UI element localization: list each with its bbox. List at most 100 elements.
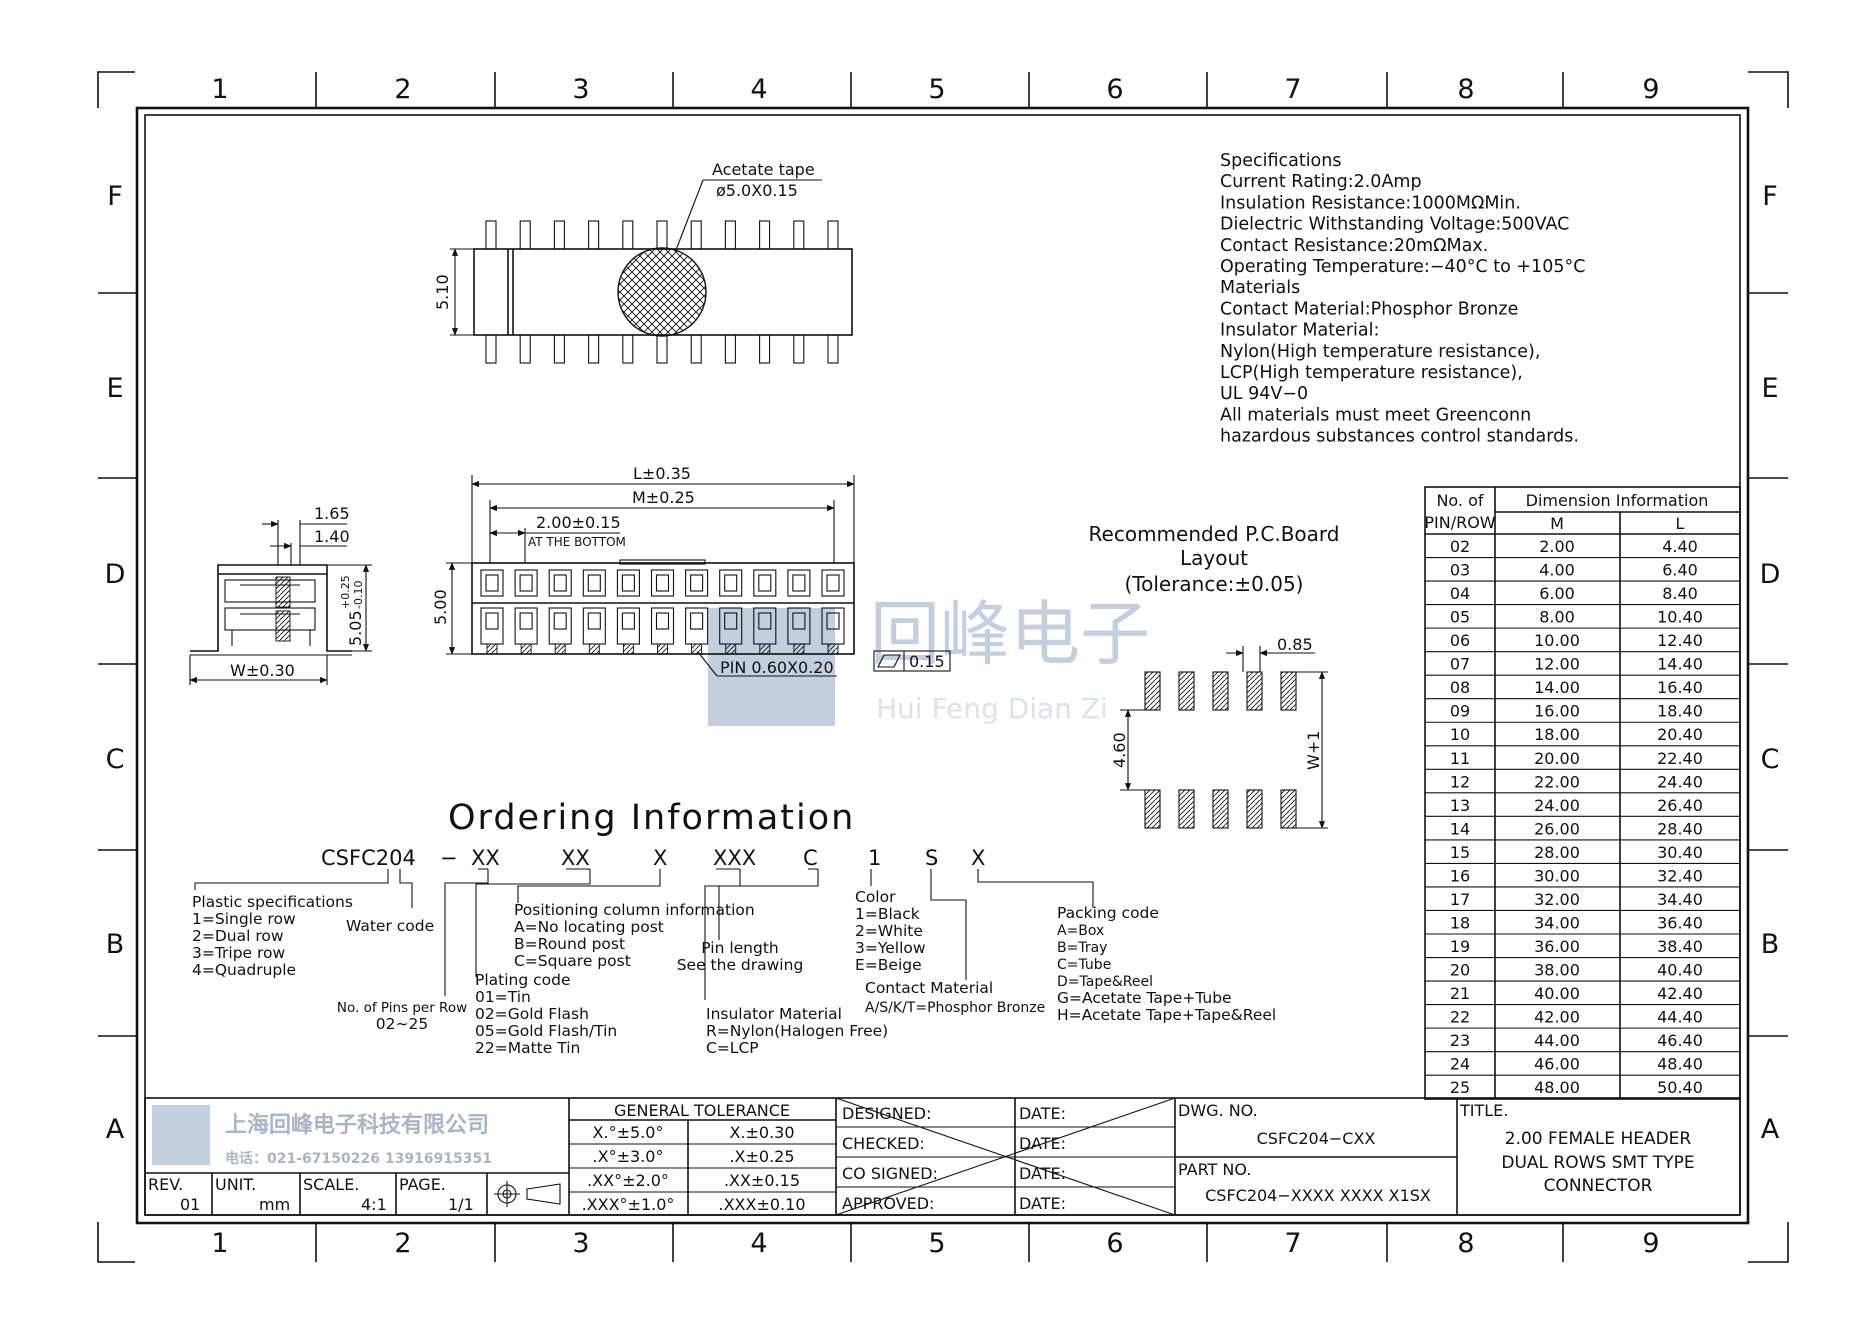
date-label: DATE: — [1019, 1134, 1066, 1153]
pcb-title-1: Recommended P.C.Board — [1089, 522, 1340, 546]
table-cell-l: 32.40 — [1657, 866, 1703, 885]
plating-code-line: 01=Tin — [475, 988, 531, 1006]
plastic-spec-line: 1=Single row — [192, 910, 296, 928]
column-label: 5 — [928, 74, 945, 105]
sign-row: APPROVED:DATE: — [842, 1194, 1066, 1213]
table-cell-l: 38.40 — [1657, 937, 1703, 956]
spec-line: hazardous substances control standards. — [1220, 427, 1579, 447]
contact-material-line: Contact Material — [865, 979, 993, 997]
scale-value: 4:1 — [361, 1195, 387, 1214]
pcb-pad — [1178, 671, 1195, 711]
table-cell-m: 24.00 — [1534, 796, 1580, 815]
unit-label: UNIT. — [215, 1175, 256, 1194]
column-label: 7 — [1284, 1228, 1301, 1259]
plating-code-line: 05=Gold Flash/Tin — [475, 1022, 617, 1040]
front-m-dimension: M±0.25 — [632, 488, 695, 507]
tape-label: Acetate tape — [712, 160, 815, 179]
column-label: 2 — [394, 74, 411, 105]
pcb-row-dimension: 4.60 — [1110, 732, 1129, 768]
table-cell-l: 50.40 — [1657, 1078, 1703, 1097]
table-cell-pins: 15 — [1450, 843, 1470, 862]
rev-label: REV. — [148, 1175, 183, 1194]
spec-heading: Specifications — [1220, 151, 1341, 171]
code-part-position: X — [653, 846, 667, 870]
spec-line: Dielectric Withstanding Voltage:500VAC — [1220, 215, 1569, 235]
packing-code-line: D=Tape&Reel — [1057, 974, 1153, 990]
positioning-info-line: C=Square post — [514, 952, 631, 970]
code-part-plating: XX — [561, 846, 590, 870]
table-cell-pins: 13 — [1450, 796, 1470, 815]
tolerance-angle: .XX°±2.0° — [587, 1171, 669, 1190]
packing-code-line: B=Tray — [1057, 940, 1107, 956]
table-cell-l: 14.40 — [1657, 655, 1703, 674]
dwg-no-value: CSFC204−CXX — [1257, 1129, 1376, 1148]
spec-line: Operating Temperature:−40°C to +105°C — [1220, 257, 1585, 277]
code-part-pin-length: XXX — [713, 846, 756, 870]
tolerance-linear: .X±0.25 — [729, 1147, 794, 1166]
dwg-no-label: DWG. NO. — [1178, 1101, 1258, 1120]
color-code-line: E=Beige — [855, 956, 922, 974]
pin-length-line: See the drawing — [677, 956, 804, 974]
part-no-label: PART NO. — [1178, 1160, 1251, 1179]
table-cell-m: 16.00 — [1534, 702, 1580, 721]
part-no-value: CSFC204−XXXX XXXX X1SX — [1205, 1186, 1431, 1205]
table-cell-pins: 11 — [1450, 749, 1470, 768]
tolerance-angle: .X°±3.0° — [593, 1147, 664, 1166]
plastic-spec-line: Plastic specifications — [192, 893, 353, 911]
table-cell-m: 40.00 — [1534, 984, 1580, 1003]
table-cell-l: 28.40 — [1657, 819, 1703, 838]
column-label: 2 — [394, 1228, 411, 1259]
pcb-pad — [1144, 789, 1161, 829]
table-cell-m: 30.00 — [1534, 866, 1580, 885]
table-cell-l: 40.40 — [1657, 961, 1703, 980]
pcb-pad — [1246, 789, 1263, 829]
title-label: TITLE. — [1459, 1101, 1508, 1120]
table-cell-pins: 18 — [1450, 913, 1470, 932]
spec-line: Insulation Resistance:1000MΩMin. — [1220, 193, 1521, 213]
tolerance-angle: X.°±5.0° — [593, 1123, 664, 1142]
table-cell-pins: 20 — [1450, 961, 1470, 980]
pcb-pad — [1178, 789, 1195, 829]
packing-code-line: H=Acetate Tape+Tape&Reel — [1057, 1006, 1276, 1024]
unit-value: mm — [259, 1195, 290, 1214]
scale-label: SCALE. — [303, 1175, 359, 1194]
sign-row: CO SIGNED:DATE: — [842, 1164, 1066, 1183]
packing-code-line: G=Acetate Tape+Tube — [1057, 989, 1232, 1007]
code-part-packing: X — [971, 846, 985, 870]
packing-code-line: C=Tube — [1057, 957, 1111, 973]
table-cell-pins: 07 — [1450, 655, 1470, 674]
spec-line: Nylon(High temperature resistance), — [1220, 342, 1540, 362]
color-code-line: 2=White — [855, 922, 923, 940]
code-part-contact: S — [925, 846, 938, 870]
table-cell-l: 10.40 — [1657, 608, 1703, 627]
plating-code-line: 22=Matte Tin — [475, 1039, 580, 1057]
rev-value: 01 — [180, 1195, 200, 1214]
front-pin-note: PIN 0.60X0.20 — [720, 658, 834, 677]
sign-label: CHECKED: — [842, 1134, 925, 1153]
table-header-pin-row: PIN/ROW — [1424, 513, 1495, 532]
column-label: 8 — [1457, 74, 1474, 105]
packing-code-line: Packing code — [1057, 904, 1159, 922]
table-cell-m: 26.00 — [1534, 819, 1580, 838]
front-l-dimension: L±0.35 — [633, 464, 691, 483]
pcb-width-dimension: W+1 — [1304, 731, 1323, 770]
watermark: 回峰电子 Hui Feng Dian Zi — [708, 593, 1150, 726]
ordering-information: Ordering Information CSFC204 − XX XX X X… — [192, 798, 1276, 1057]
table-cell-l: 36.40 — [1657, 913, 1703, 932]
row-label: F — [1762, 181, 1778, 212]
pcb-pad — [1246, 671, 1263, 711]
column-label: 3 — [572, 74, 589, 105]
table-header-l: L — [1676, 514, 1685, 533]
row-label: C — [1761, 744, 1780, 775]
